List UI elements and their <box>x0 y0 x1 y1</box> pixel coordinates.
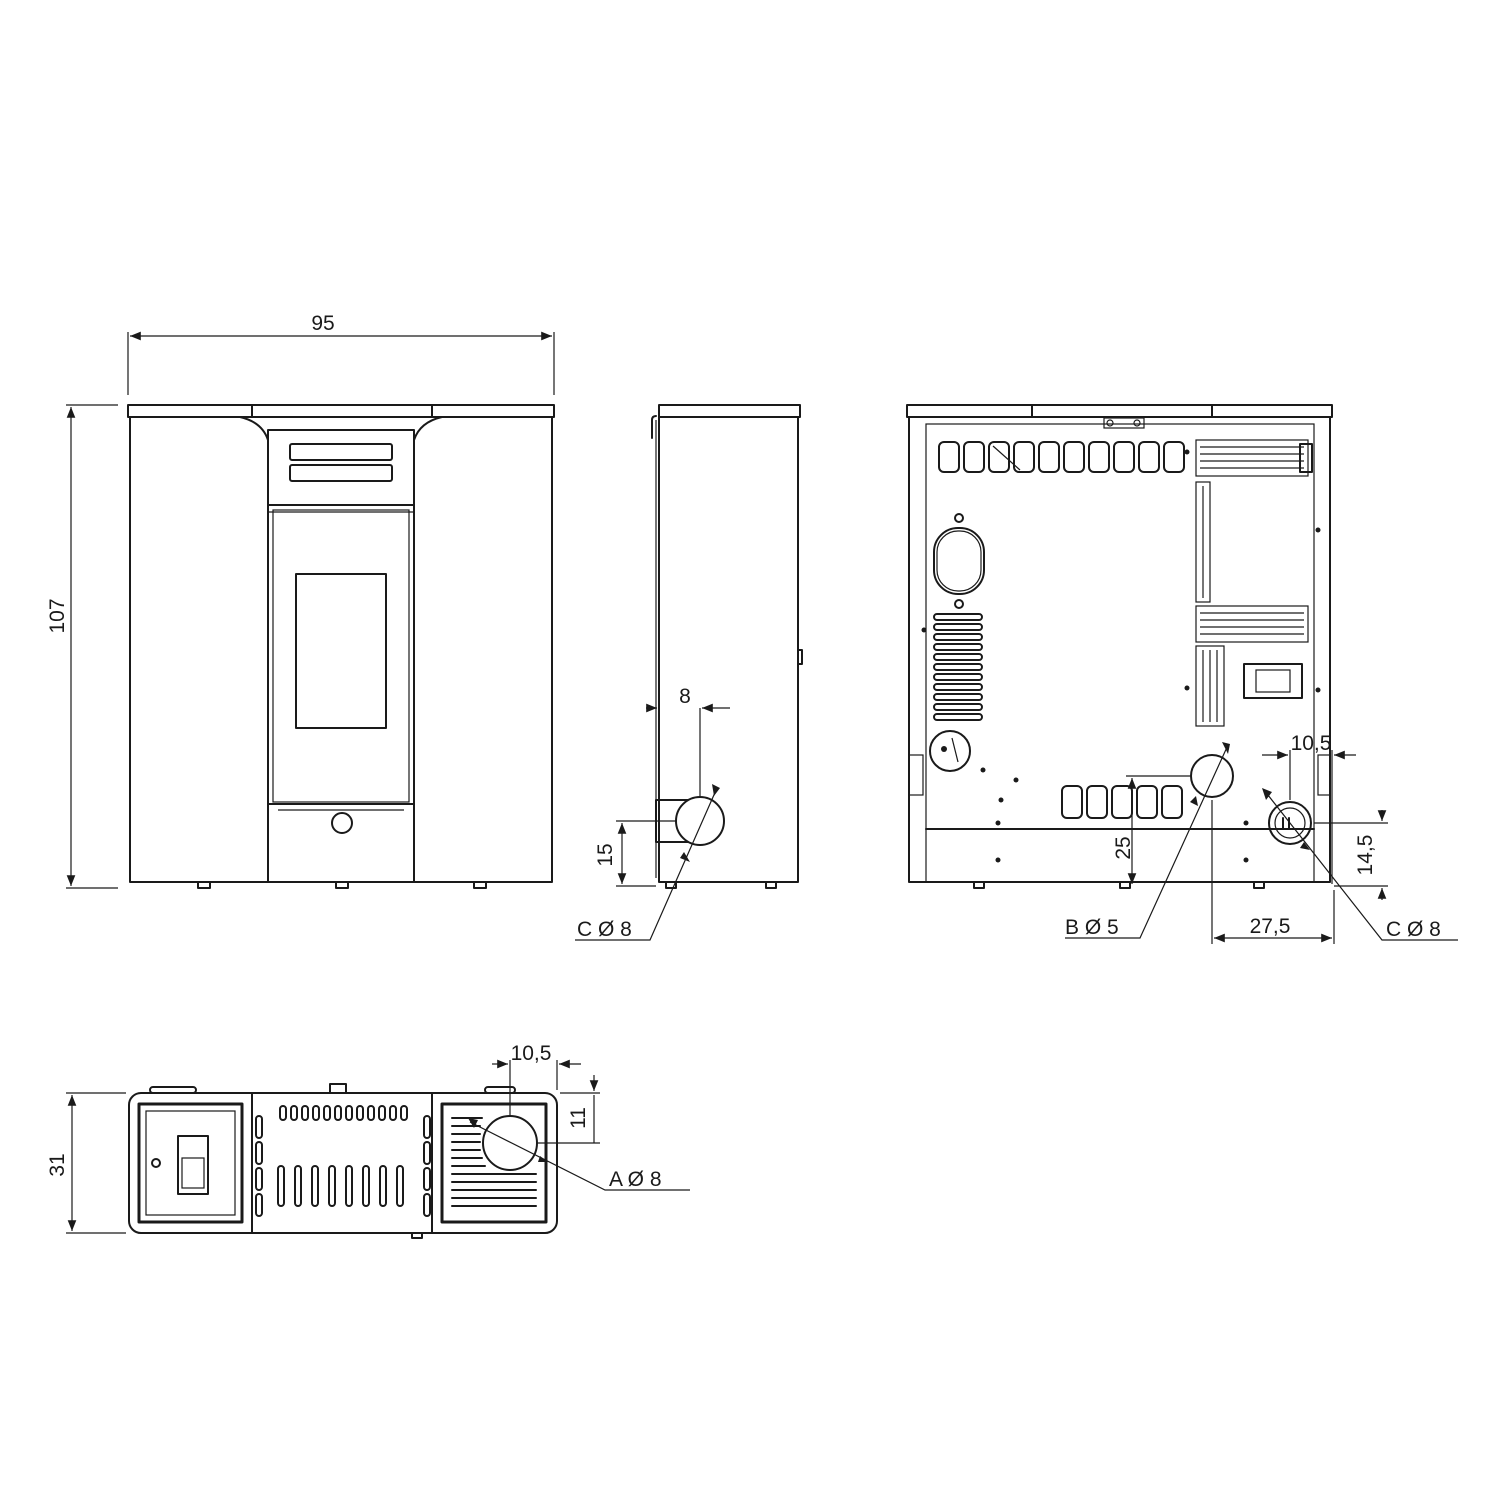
rear-outlet-height-label: 14,5 <box>1354 835 1377 876</box>
top-depth-label: 31 <box>46 1153 69 1176</box>
dim-width-label: 95 <box>311 312 334 335</box>
rear-vent-left <box>933 613 983 721</box>
rear-inlet-label: B Ø 5 <box>1065 916 1119 939</box>
top-offset-x-label: 10,5 <box>511 1042 552 1065</box>
rear-top-slots <box>938 441 1185 473</box>
dim-height-label: 107 <box>46 598 69 633</box>
rear-grille-right <box>1195 439 1313 727</box>
top-right-grille <box>451 1117 537 1207</box>
side-height-label: 15 <box>594 843 617 866</box>
side-outlet-label: C Ø 8 <box>577 918 632 941</box>
rear-inlet-height-label: 25 <box>1112 836 1135 859</box>
rear-distance-label: 27,5 <box>1250 915 1291 938</box>
front-view: 95 107 <box>46 312 555 889</box>
top-offset-y-label: 11 <box>567 1107 590 1129</box>
side-view: 8 15 C Ø 8 <box>575 404 803 941</box>
rear-outlet-label: C Ø 8 <box>1386 918 1441 941</box>
top-view: 31 10,5 11 A Ø 8 <box>46 1042 690 1239</box>
rear-view: 10,5 14,5 25 27,5 B Ø 5 C Ø 8 <box>906 404 1458 944</box>
top-center-grille <box>255 1105 431 1217</box>
rear-bottom-slots <box>1061 785 1183 819</box>
rear-offset-label: 10,5 <box>1291 732 1332 755</box>
top-air-inlet-label: A Ø 8 <box>609 1168 662 1191</box>
side-offset-label: 8 <box>679 685 691 708</box>
